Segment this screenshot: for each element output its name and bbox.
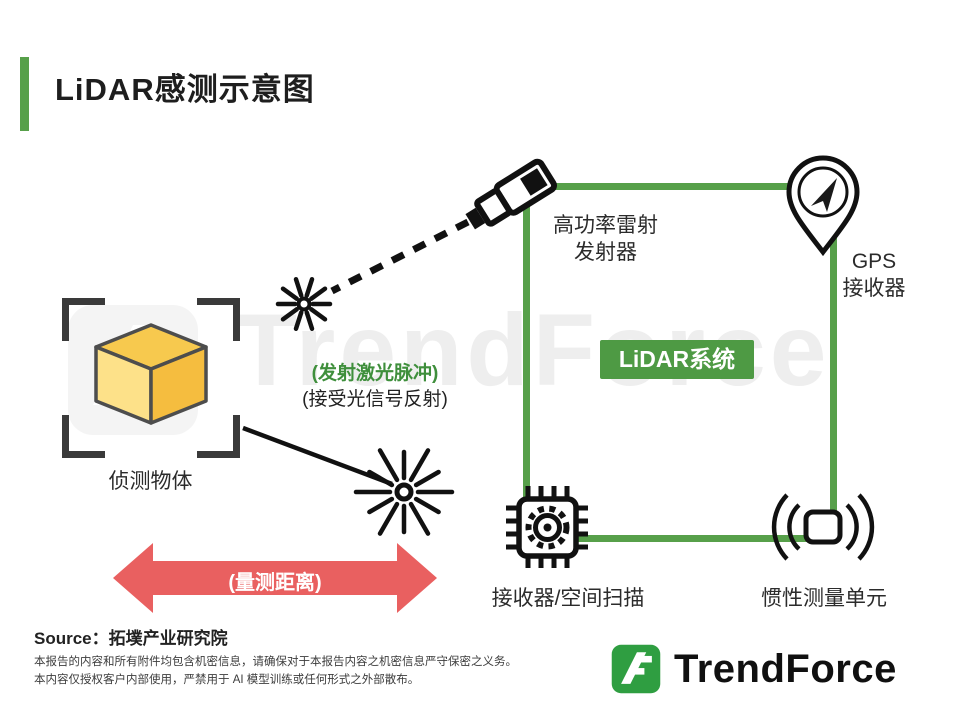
imu-label: 惯性测量单元 [761, 587, 887, 610]
trendforce-logo-text: TrendForce [674, 646, 897, 691]
reflection-starburst-icon [353, 448, 455, 536]
bracket-top-right [197, 298, 240, 341]
reflect-note: (接受光信号反射) [302, 389, 448, 410]
page-title: LiDAR感测示意图 [55, 72, 315, 107]
distance-note: (量测距离) [228, 572, 322, 594]
pulse-note: (发射激光脉冲) [311, 363, 439, 384]
lidar-system-badge: LiDAR系统 [600, 340, 754, 379]
imu-icon [771, 493, 875, 561]
disclaimer-line2: 本内容仅授权客户内部使用，严禁用于 AI 模型训练或任何形式之外部散布。 [34, 674, 420, 686]
laser-emitter-icon [465, 158, 557, 230]
title-accent-bar [20, 57, 29, 131]
laser-hit-starburst-icon [275, 277, 333, 331]
trendforce-logo-mark-icon [611, 644, 661, 694]
gps-label: GPS 接收器 [826, 248, 922, 302]
emitter-label-line1: 高功率雷射 [553, 214, 658, 237]
scan-frame [62, 298, 240, 458]
bracket-top-left [62, 298, 105, 341]
gps-label-line1: GPS [851, 250, 897, 273]
disclaimer-line1: 本报告的内容和所有附件均包含机密信息，请确保对于本报告内容之机密信息严守保密之义… [34, 656, 517, 668]
receiver-label: 接收器/空间扫描 [491, 587, 645, 610]
emitter-label: 高功率雷射 发射器 [528, 212, 683, 266]
trendforce-logo: TrendForce [608, 641, 897, 697]
receiver-chip-icon [506, 486, 588, 568]
detected-object-cube-icon [94, 323, 208, 425]
lidar-system-box [523, 183, 837, 542]
source-text: Source：拓墣产业研究院 [34, 629, 228, 648]
object-label: 侦测物体 [108, 470, 193, 493]
bracket-bottom-right [197, 415, 240, 458]
gps-label-line2: 接收器 [842, 277, 906, 300]
bracket-bottom-left [62, 415, 105, 458]
distance-arrow [113, 543, 437, 613]
gps-receiver-icon [786, 155, 860, 257]
emitter-label-line2: 发射器 [574, 241, 637, 264]
